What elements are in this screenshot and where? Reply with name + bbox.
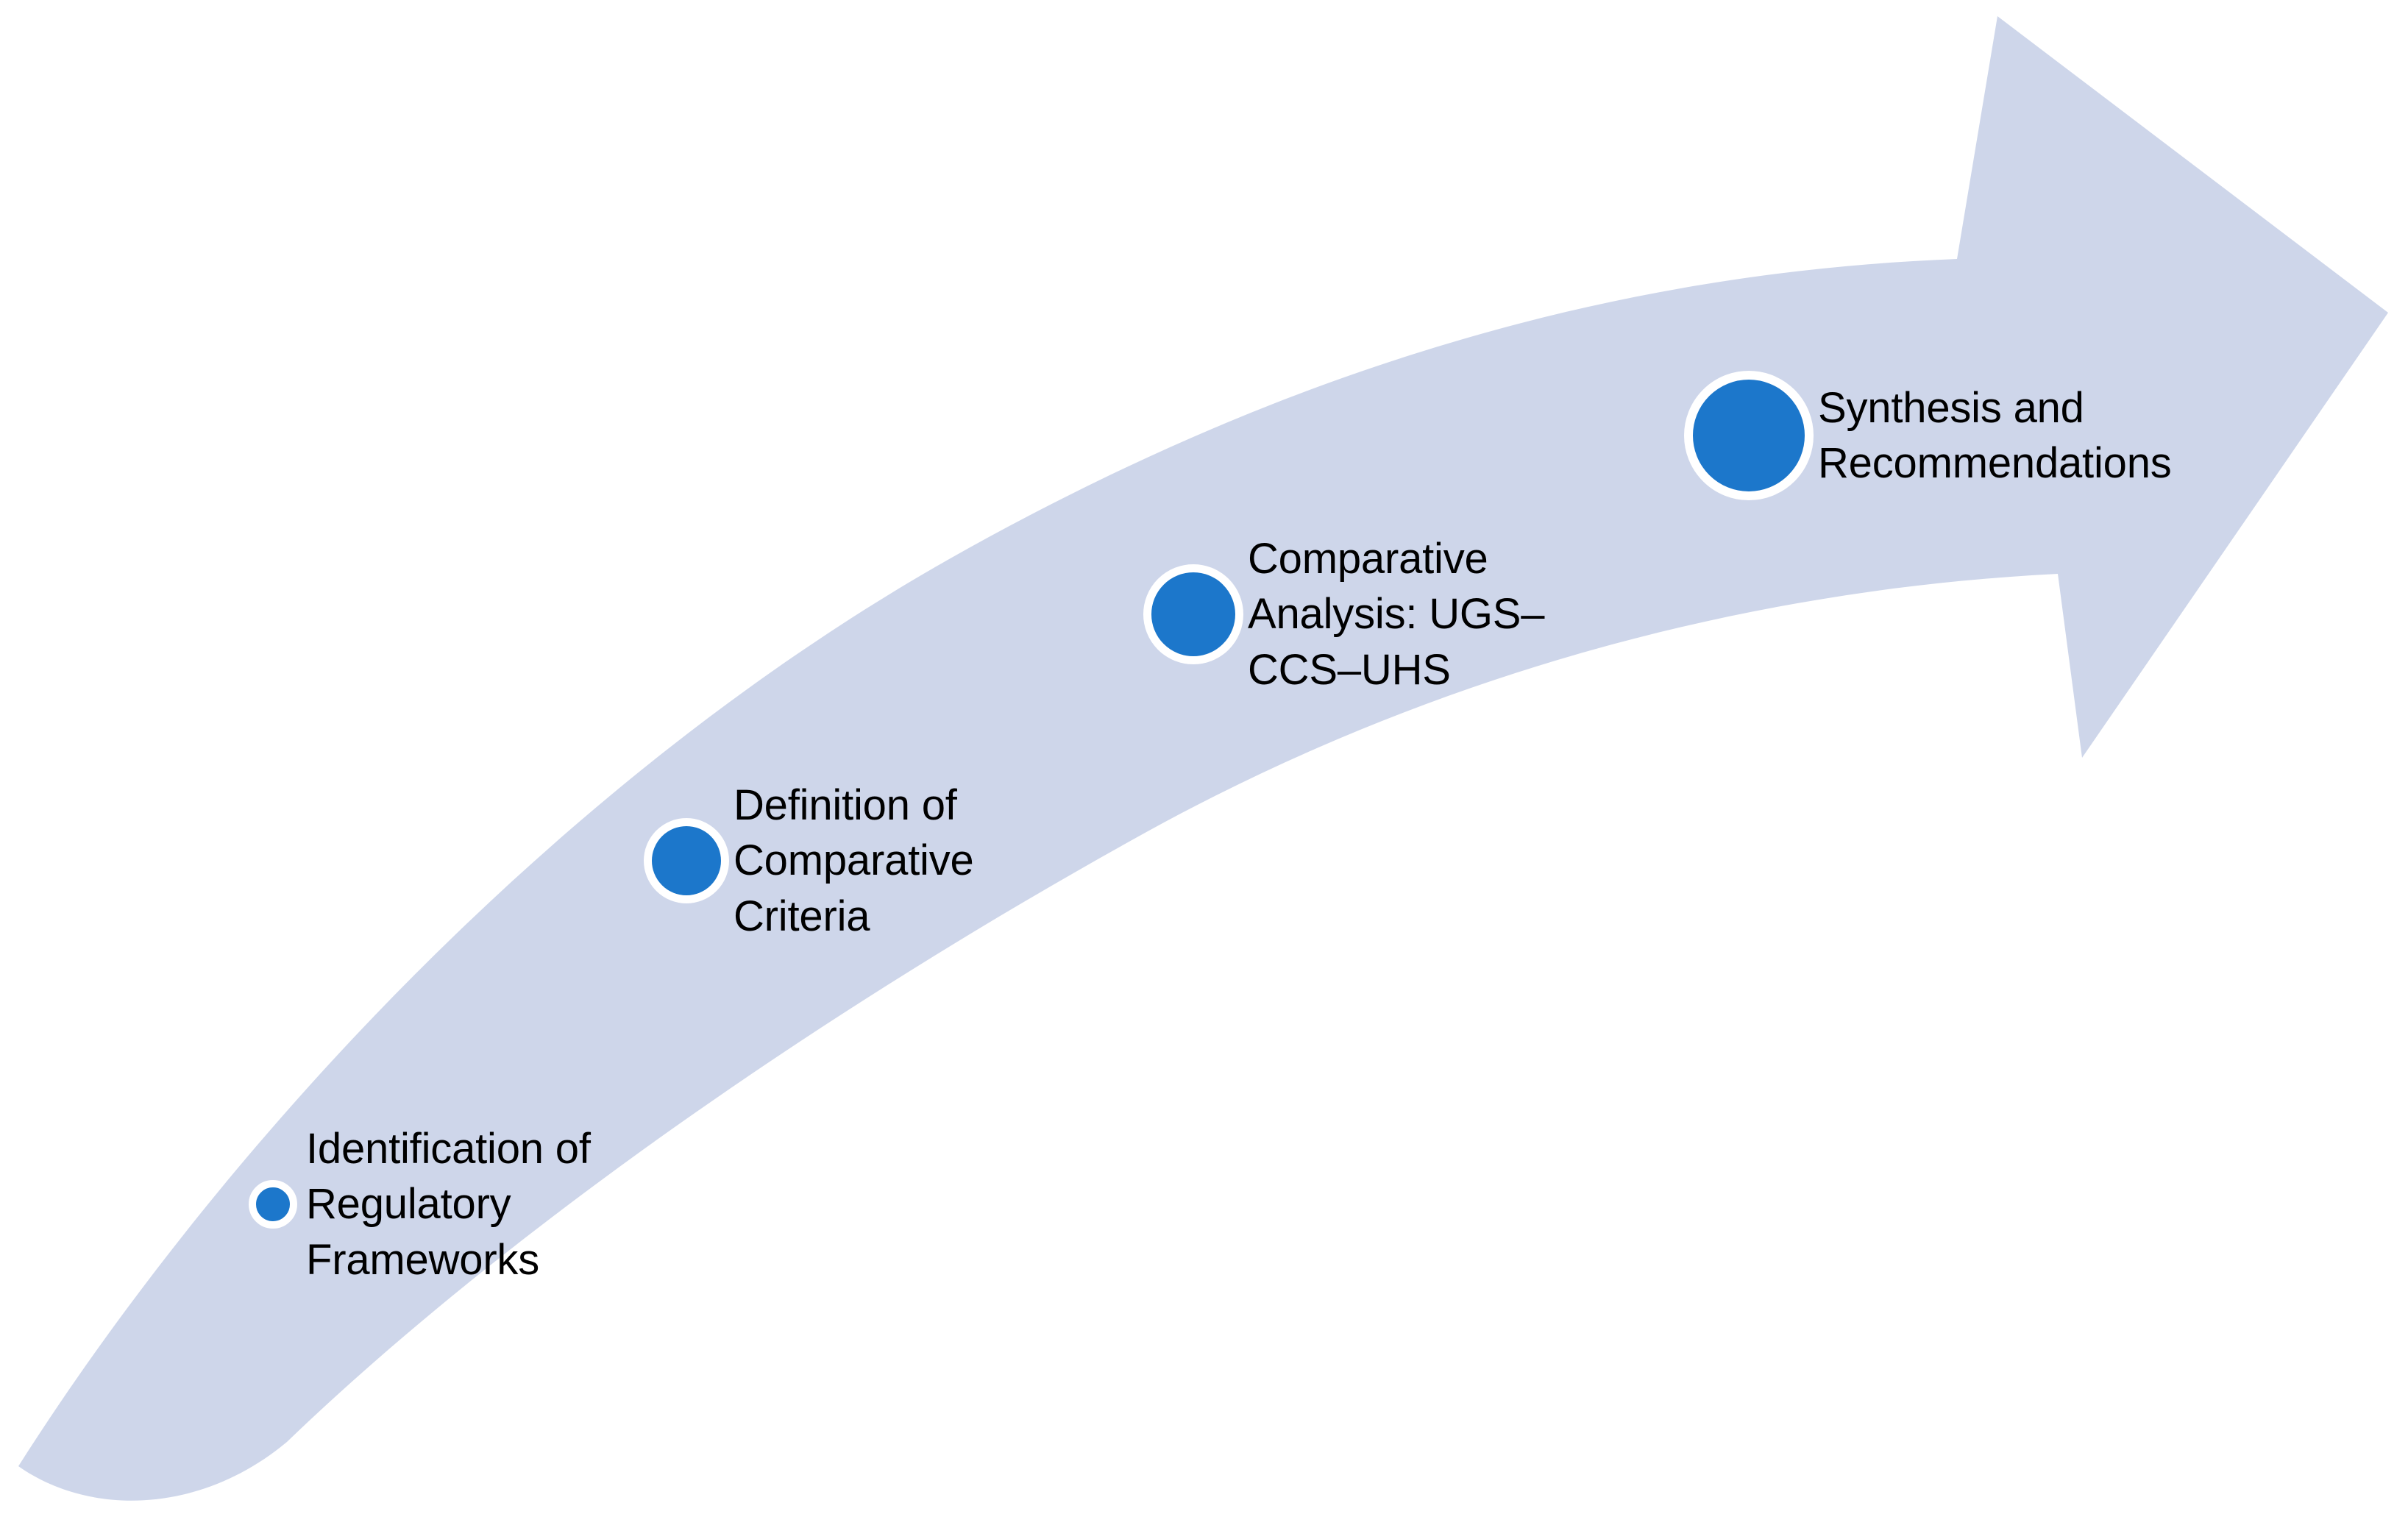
process-step-dot-icon — [1684, 371, 1814, 500]
process-step-label: Definition of Comparative Criteria — [734, 781, 974, 940]
process-step-label: Synthesis and Recommendations — [1818, 383, 2172, 487]
process-step-2[interactable]: Definition of Comparative Criteria — [644, 778, 974, 944]
process-step-4[interactable]: Synthesis and Recommendations — [1684, 371, 2172, 500]
arrow-path — [18, 16, 2388, 1501]
process-step-1[interactable]: Identification of Regulatory Frameworks — [249, 1121, 591, 1287]
process-step-dot-icon — [644, 818, 729, 904]
process-step-dot-icon — [1143, 564, 1243, 665]
process-step-label: Identification of Regulatory Frameworks — [306, 1125, 591, 1284]
process-step-dot-icon — [249, 1180, 297, 1229]
process-step-label: Comparative Analysis: UGS– CCS–UHS — [1248, 535, 1545, 694]
process-step-3[interactable]: Comparative Analysis: UGS– CCS–UHS — [1143, 531, 1545, 697]
